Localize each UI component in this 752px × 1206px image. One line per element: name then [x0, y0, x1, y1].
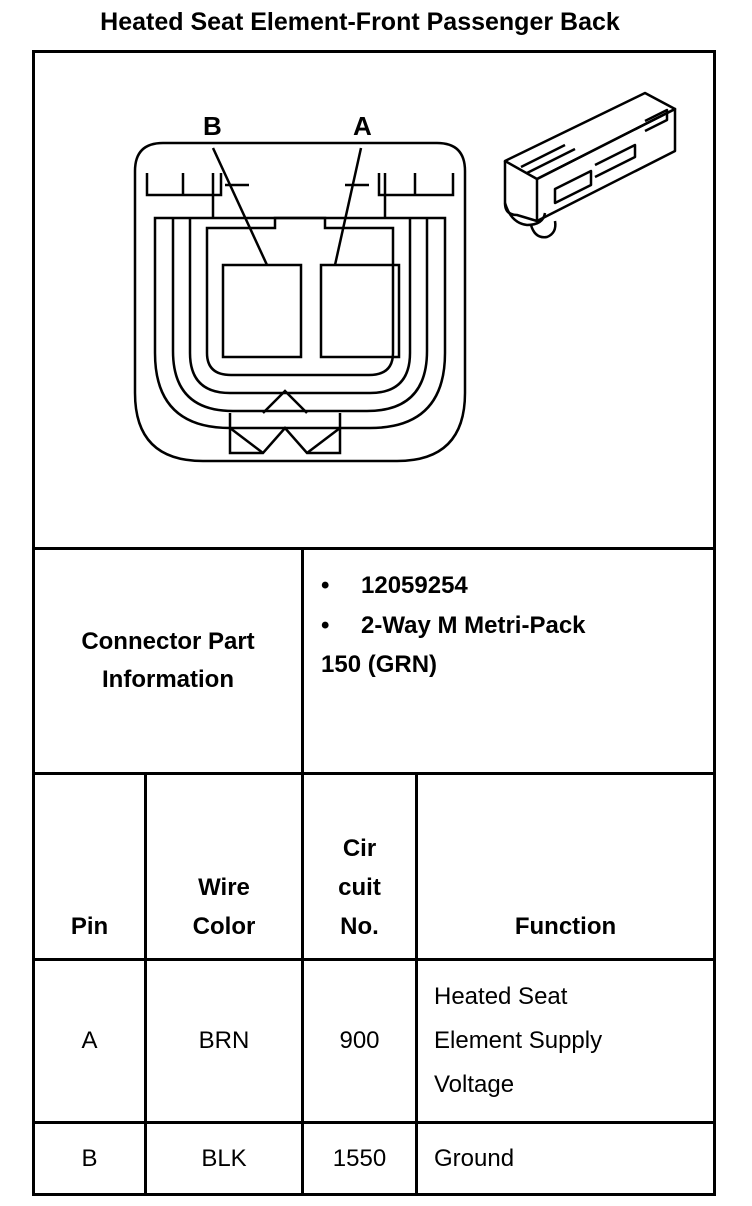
- list-item: • 2-Way M Metri-Pack: [321, 606, 701, 646]
- connector-face-diagram: B A: [133, 91, 677, 463]
- header-circuit-no: Cir cuit No.: [338, 835, 381, 940]
- part-number: 12059254: [361, 572, 468, 599]
- header-function: Function: [514, 913, 617, 940]
- table-row-b-wire: BLK: [201, 1144, 247, 1172]
- connector-type-continuation: 150 (GRN): [321, 651, 438, 678]
- list-item: • 12059254: [321, 566, 701, 606]
- table-row-b-function: Ground: [434, 1144, 515, 1172]
- table-row-a-circuit: 900: [339, 1027, 380, 1054]
- connector-info-label-line1: Connector Part: [81, 628, 255, 655]
- connector-sheet: B A Connector Part Information: [32, 50, 716, 1196]
- connector-info-list: • 12059254 • 2-Way M Metri-Pack 150 (GRN…: [321, 566, 701, 684]
- connector-info-row: Connector Part Information • 12059254 • …: [35, 550, 713, 775]
- pin-table: Pin Wire Color Cir cuit No. Function A B…: [35, 775, 713, 1193]
- table-row-a-function: Heated Seat Element Supply Voltage: [434, 983, 603, 1098]
- table-row-b-circuit: 1550: [332, 1144, 387, 1172]
- bullet-icon: •: [321, 612, 330, 639]
- pin-label-b: B: [203, 111, 222, 141]
- page-title: Heated Seat Element-Front Passenger Back: [100, 8, 620, 36]
- connector-type: 2-Way M Metri-Pack: [361, 612, 586, 639]
- connector-figure: B A: [35, 53, 713, 550]
- header-wire-color: Wire Color: [192, 874, 256, 940]
- table-row-a-wire: BRN: [198, 1027, 250, 1054]
- connector-isometric-icon: [503, 91, 677, 239]
- table-row-b-pin: B: [81, 1144, 98, 1172]
- table-row-a-pin: A: [81, 1027, 98, 1054]
- header-pin: Pin: [70, 913, 109, 940]
- pin-label-a: A: [353, 111, 372, 141]
- bullet-icon: •: [321, 572, 330, 599]
- connector-info-label-line2: Information: [102, 666, 234, 693]
- connector-info-label: Connector Part Information: [35, 550, 304, 772]
